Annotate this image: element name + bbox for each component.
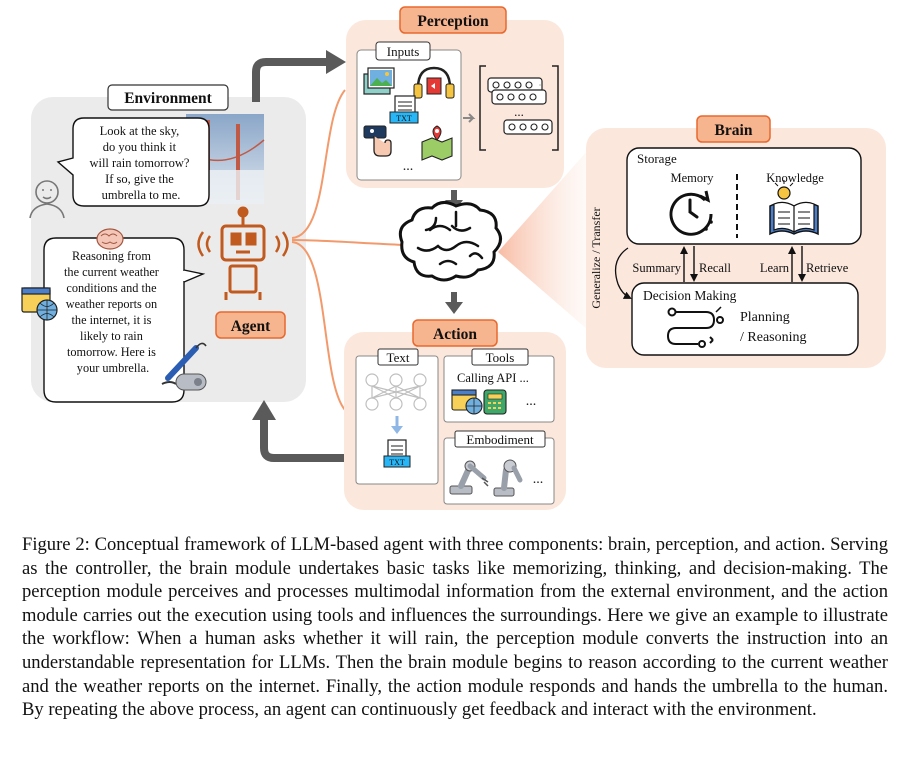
user-question-line: will rain tomorrow? (89, 156, 189, 170)
text-output-file-icon: TXT (383, 439, 411, 468)
action-panel: Action Text TXT Tools Calling API ... (344, 319, 566, 510)
user-question-line: Look at the sky, (100, 124, 180, 138)
map-location-icon (421, 125, 453, 161)
perception-panel: Perception Inputs TXT (346, 6, 564, 188)
inputs-label-box: Inputs (375, 41, 431, 61)
central-brain-icon (398, 201, 502, 282)
agent-reply-line: conditions and the (66, 281, 157, 295)
perception-title: Perception (417, 13, 489, 30)
decision-making-label: Decision Making (643, 288, 737, 303)
neural-network-icon (365, 373, 427, 411)
headphones-audio-icon (413, 66, 455, 99)
user-question-line: do you think it (103, 140, 177, 154)
agent-reply-line: weather reports on (66, 297, 158, 311)
brain-panel: Brain Storage Memory Knowledge Generaliz… (586, 115, 886, 368)
encode-arrow-icon (463, 113, 476, 123)
robot-agent-icon (197, 206, 289, 300)
agent-reply-line: tomorrow. Here is (67, 345, 156, 359)
planning-label: Planning (740, 310, 790, 325)
action-title: Action (433, 326, 477, 343)
tools-label-box: Tools (471, 348, 529, 366)
calling-api-label: Calling API ... (457, 371, 529, 385)
agent-reply-text: Reasoning from the current weather condi… (64, 249, 162, 375)
text-file-icon: TXT (389, 95, 419, 124)
txt-badge: TXT (389, 458, 405, 467)
agent-connections (291, 89, 406, 411)
generalize-arrow (614, 247, 632, 299)
brain-title: Brain (715, 122, 753, 139)
brain-to-action-arrow (445, 292, 463, 314)
action-title-box: Action (412, 319, 498, 347)
agent-label-box: Agent (215, 311, 286, 339)
user-question-line: umbrella to me. (102, 188, 181, 202)
retrieve-label: Retrieve (806, 261, 849, 275)
user-question-line: If so, give the (105, 172, 174, 186)
reasoning-label: / Reasoning (740, 330, 807, 345)
storage-label: Storage (637, 151, 677, 166)
inputs-ellipsis: ... (403, 159, 414, 174)
robot-arm-icon (493, 459, 523, 497)
perception-title-box: Perception (399, 6, 507, 34)
recall-label: Recall (699, 261, 731, 275)
human-icon (29, 180, 65, 219)
agent-reply-line: likely to rain (80, 329, 143, 343)
environment-panel: Look at the sky, do you think it will ra… (21, 84, 306, 403)
knowledge-book-icon (769, 180, 819, 236)
memory-label: Memory (670, 171, 714, 185)
umbrella-icon (161, 342, 207, 391)
embedding-ellipsis: ... (514, 104, 524, 119)
txt-badge: TXT (396, 114, 412, 123)
calculator-icon (483, 389, 507, 415)
touch-icon (363, 125, 392, 157)
inputs-label: Inputs (387, 44, 420, 59)
embodiment-ellipsis: ... (533, 472, 544, 487)
browser-globe-icon (21, 287, 58, 321)
token-embeddings-icon: ... (479, 65, 559, 151)
user-question-text: Look at the sky, do you think it will ra… (89, 124, 192, 202)
memory-clock-icon (669, 190, 713, 236)
embodiment-label-box: Embodiment (454, 430, 546, 448)
embodiment-label: Embodiment (466, 432, 534, 447)
cycle-arrow-top (252, 50, 346, 102)
user-question-bubble: Look at the sky, do you think it will ra… (56, 117, 210, 207)
brain-title-box: Brain (696, 115, 771, 143)
generalize-transfer-label: Generalize / Transfer (589, 207, 603, 308)
browser-globe-icon (451, 389, 483, 415)
brain-link-cone (498, 150, 588, 330)
decision-making-box (631, 282, 859, 356)
summary-label: Summary (632, 261, 681, 275)
learn-label: Learn (760, 261, 790, 275)
image-icon (363, 67, 395, 95)
tools-label: Tools (486, 350, 515, 365)
small-brain-icon (96, 228, 124, 250)
agent-reply-line: Reasoning from (72, 249, 151, 263)
agent-reply-line: your umbrella. (77, 361, 149, 375)
planning-path-icon (666, 306, 724, 348)
cycle-arrow-bottom (252, 400, 345, 462)
knowledge-label: Knowledge (766, 171, 824, 185)
tools-ellipsis: ... (526, 394, 537, 409)
environment-title: Environment (124, 90, 212, 107)
framework-diagram: Look at the sky, do you think it will ra… (21, 6, 886, 510)
text-label: Text (387, 350, 410, 365)
agent-reply-line: the internet, it is (72, 313, 152, 327)
environment-title-box: Environment (107, 84, 229, 111)
agent-reply-line: the current weather (64, 265, 159, 279)
figure-caption: Figure 2: Conceptual framework of LLM-ba… (22, 534, 888, 721)
agent-reply-bubble: Reasoning from the current weather condi… (43, 237, 206, 403)
robot-arm-icon (449, 460, 489, 495)
agent-label: Agent (231, 318, 271, 335)
text-label-box: Text (377, 348, 419, 366)
